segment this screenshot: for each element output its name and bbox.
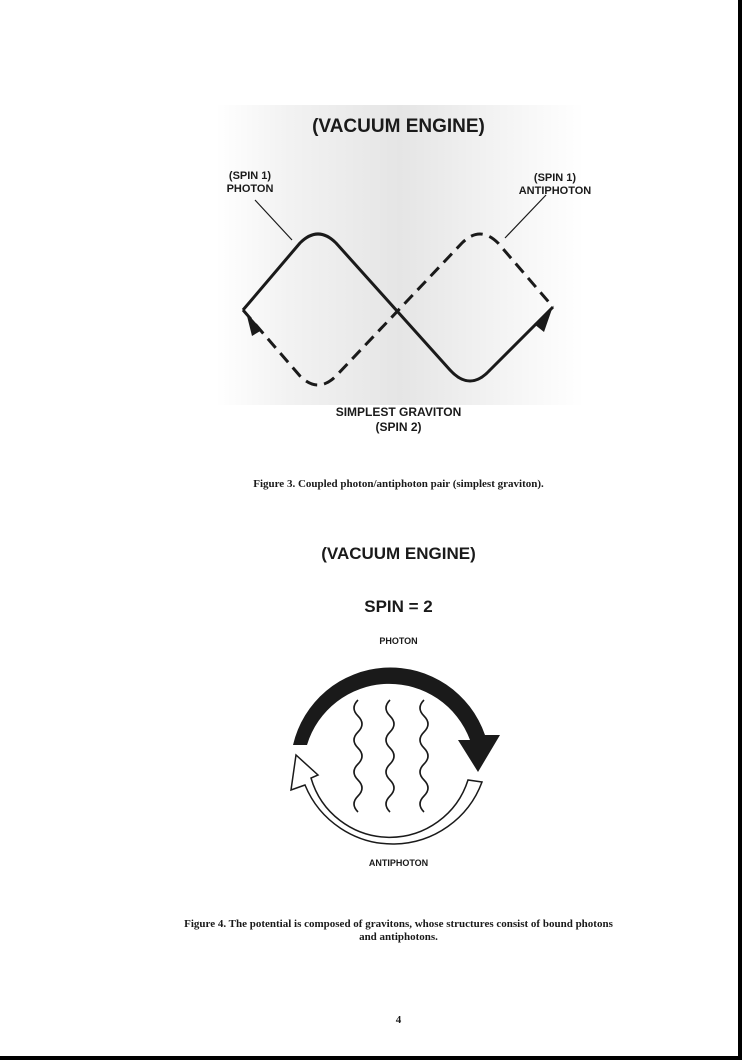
scan-shading — [215, 105, 585, 405]
photon-label-line1: (SPIN 1) — [228, 170, 272, 182]
arrowhead-right — [534, 309, 552, 332]
graviton-label-line2: (SPIN 2) — [375, 420, 422, 434]
photon-label-line2: PHOTON — [226, 183, 274, 195]
figure4-caption-line1: Figure 4. The potential is composed of g… — [184, 918, 613, 930]
photon-pointer — [254, 199, 293, 241]
photon-path — [241, 232, 555, 383]
figure3-caption: Figure 3. Coupled photon/antiphoton pair… — [253, 478, 544, 490]
page-number: 4 — [395, 1014, 402, 1026]
page-border-bottom — [0, 1056, 742, 1060]
antiphoton-pointer — [504, 194, 547, 239]
photon-label: (SPIN 1) PHOTON — [215, 170, 285, 196]
antiphoton-arc-arrow — [290, 753, 484, 845]
wavy-line — [419, 699, 429, 813]
antiphoton-label-line2: ANTIPHOTON — [518, 185, 592, 197]
graviton-label: SIMPLEST GRAVITON (SPIN 2) — [0, 405, 742, 435]
antiphoton-bottom-label: ANTIPHOTON — [368, 858, 429, 868]
photon-top-label: PHOTON — [379, 636, 418, 646]
wavy-line — [385, 699, 395, 813]
figure4-subtitle: SPIN = 2 — [364, 597, 433, 616]
antiphoton-path — [241, 232, 555, 387]
photon-arc-arrow — [293, 667, 500, 772]
wavy-lines — [353, 699, 429, 813]
page-border-right — [738, 0, 742, 1060]
figure3-title: (VACUUM ENGINE) — [312, 116, 485, 137]
figure4-title: (VACUUM ENGINE) — [321, 544, 476, 563]
arrowhead-left — [246, 312, 262, 336]
figure4-caption-line2: and antiphotons. — [359, 931, 438, 943]
figure4-caption: Figure 4. The potential is composed of g… — [0, 918, 742, 944]
antiphoton-label-line1: (SPIN 1) — [533, 172, 577, 184]
wavy-line — [353, 699, 363, 813]
graviton-label-line1: SIMPLEST GRAVITON — [335, 405, 462, 419]
antiphoton-label: (SPIN 1) ANTIPHOTON — [500, 172, 610, 198]
